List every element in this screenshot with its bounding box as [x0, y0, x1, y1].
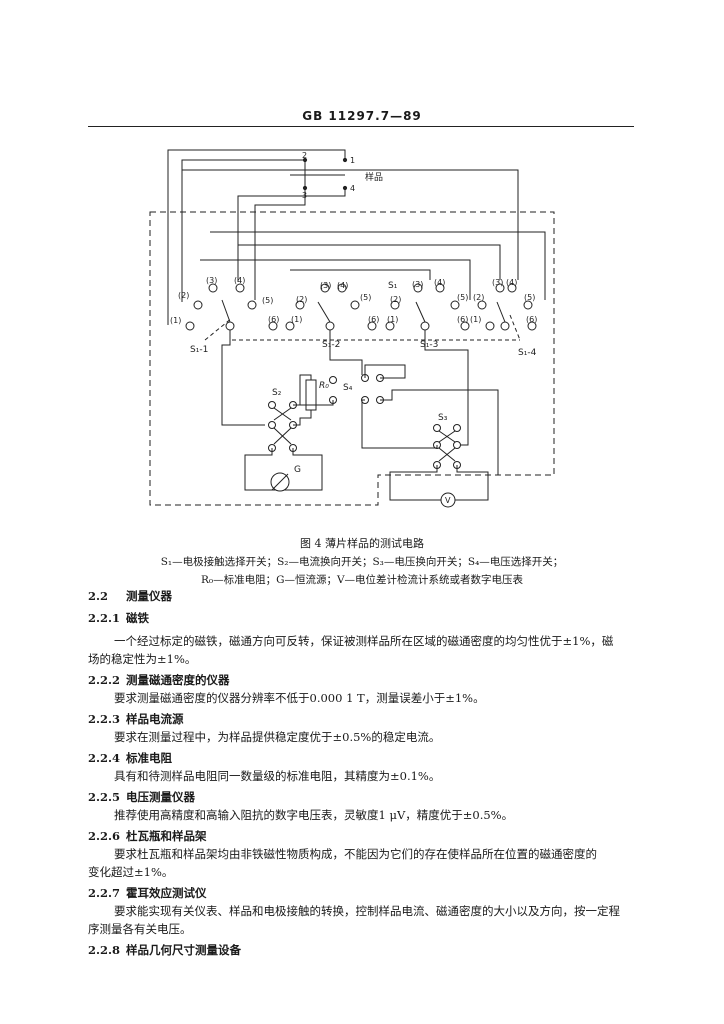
source-label: G: [294, 465, 301, 475]
switch-label: S₁-1: [190, 345, 208, 355]
contact-label: (3): [320, 281, 331, 290]
header-rule: [88, 126, 634, 127]
switch-label: S₁-4: [518, 348, 537, 358]
section-heading: 2.2.6 杜瓦瓶和样品架: [88, 828, 634, 844]
contact-label: (2): [296, 295, 307, 304]
contact-label: (1): [170, 316, 181, 325]
contact-label: (1): [470, 315, 481, 324]
section-number: 2.2.2: [88, 673, 121, 687]
paragraph-line: 要求测量磁通密度的仪器分辨率不低于0.000 1 T，测量误差小于±1%。: [114, 691, 485, 705]
test-circuit-diagram: 2 1 3 4 样品 (1) (2) (3) (4) (5) (6) (1) (…: [149, 149, 555, 508]
section-heading: 2.2.1 磁铁: [88, 610, 634, 626]
document-code-header: GB 11297.7—89: [302, 109, 422, 123]
paragraph-line: 序测量各有关电压。: [88, 922, 192, 936]
section-number: 2.2.3: [88, 712, 121, 726]
section-title: 电压测量仪器: [126, 790, 196, 804]
section-title: 样品几何尺寸测量设备: [126, 943, 242, 957]
contact-label: (2): [473, 293, 484, 302]
paragraph-line: 要求杜瓦瓶和样品架均由非铁磁性物质构成，不能因为它们的存在使样品所在位置的磁通密…: [114, 847, 597, 861]
paragraph-line: 场的稳定性为±1%。: [88, 652, 197, 666]
contact-label: (3): [412, 280, 423, 289]
section-heading: 2.2 测量仪器: [88, 588, 634, 604]
contact-label: (6): [457, 315, 468, 324]
switch-label: S₁-2: [322, 340, 340, 350]
paragraph-line: 具有和待测样品电阻同一数量级的标准电阻，其精度为±0.1%。: [114, 769, 441, 783]
terminal-label: 3: [302, 191, 307, 200]
contact-label: (1): [291, 315, 302, 324]
section-number: 2.2.8: [88, 943, 121, 957]
contact-label: (2): [178, 291, 189, 300]
section-title: 霍耳效应测试仪: [126, 886, 207, 900]
contact-label: (6): [368, 315, 379, 324]
section-number: 2.2.6: [88, 829, 121, 843]
paragraph-line: 要求在测量过程中，为样品提供稳定度优于±0.5%的稳定电流。: [114, 730, 441, 744]
section-heading: 2.2.5 电压测量仪器: [88, 789, 634, 805]
contact-label: (5): [524, 293, 535, 302]
section-number: 2.2.4: [88, 751, 121, 765]
terminal-label: 4: [350, 184, 355, 193]
section-number: 2.2.7: [88, 886, 121, 900]
section-title: 磁铁: [126, 611, 150, 625]
contact-label: (6): [526, 315, 537, 324]
contact-label: (4): [337, 281, 348, 290]
contact-label: (1): [387, 315, 398, 324]
resistor-label: R₀: [319, 381, 329, 391]
switch-label: S₃: [438, 413, 448, 423]
section-heading: 2.2.3 样品电流源: [88, 711, 634, 727]
paragraph-line: 一个经过标定的磁铁，磁通方向可反转，保证被测样品所在区域的磁通密度的均匀性优于±…: [114, 634, 614, 648]
contact-label: (5): [457, 293, 468, 302]
paragraph-line: 要求能实现有关仪表、样品和电极接触的转换，控制样品电流、磁通密度的大小以及方向，…: [114, 904, 620, 918]
section-number: 2.2.5: [88, 790, 121, 804]
figure-caption: 图 4 薄片样品的测试电路: [300, 537, 424, 550]
section-heading: 2.2.7 霍耳效应测试仪: [88, 885, 634, 901]
switch-label: S₁: [388, 281, 398, 291]
section-title: 杜瓦瓶和样品架: [126, 829, 207, 843]
paragraph-line: 推荐使用高精度和高输入阻抗的数字电压表，灵敏度1 μV，精度优于±0.5%。: [114, 808, 514, 822]
terminal-label: 2: [302, 151, 307, 160]
contact-label: (5): [262, 296, 273, 305]
terminal-label: 1: [350, 156, 355, 165]
voltmeter-label: V: [445, 496, 451, 505]
switch-label: S₁-3: [420, 340, 438, 350]
section-title: 测量磁通密度的仪器: [126, 673, 230, 687]
contact-label: (6): [268, 315, 279, 324]
section-heading: 2.2.4 标准电阻: [88, 750, 634, 766]
section-title: 标准电阻: [126, 751, 173, 765]
switch-label: S₂: [272, 388, 282, 398]
contact-label: (3): [206, 276, 217, 285]
sample-label: 样品: [365, 171, 383, 183]
figure-legend-line-2: R₀—标准电阻；G—恒流源；V—电位差计检流计系统或者数字电压表: [200, 574, 524, 586]
section-number: 2.2.1: [88, 611, 121, 625]
figure-legend-line-1: S₁—电极接触选择开关；S₂—电流换向开关；S₃—电压换向开关；S₄—电压选择开…: [160, 556, 564, 568]
section-number: 2.2: [88, 589, 109, 603]
paragraph-line: 变化超过±1%。: [88, 865, 174, 879]
section-title: 样品电流源: [126, 712, 184, 726]
contact-label: (4): [506, 278, 517, 287]
contact-label: (5): [360, 293, 371, 302]
contact-label: (2): [390, 295, 401, 304]
contact-label: (3): [492, 278, 503, 287]
switch-label: S₄: [343, 383, 353, 393]
section-heading: 2.2.8 样品几何尺寸测量设备: [88, 942, 634, 958]
section-title: 测量仪器: [126, 589, 173, 603]
section-heading: 2.2.2 测量磁通密度的仪器: [88, 672, 634, 688]
contact-label: (4): [234, 276, 245, 285]
contact-label: (4): [434, 278, 445, 287]
